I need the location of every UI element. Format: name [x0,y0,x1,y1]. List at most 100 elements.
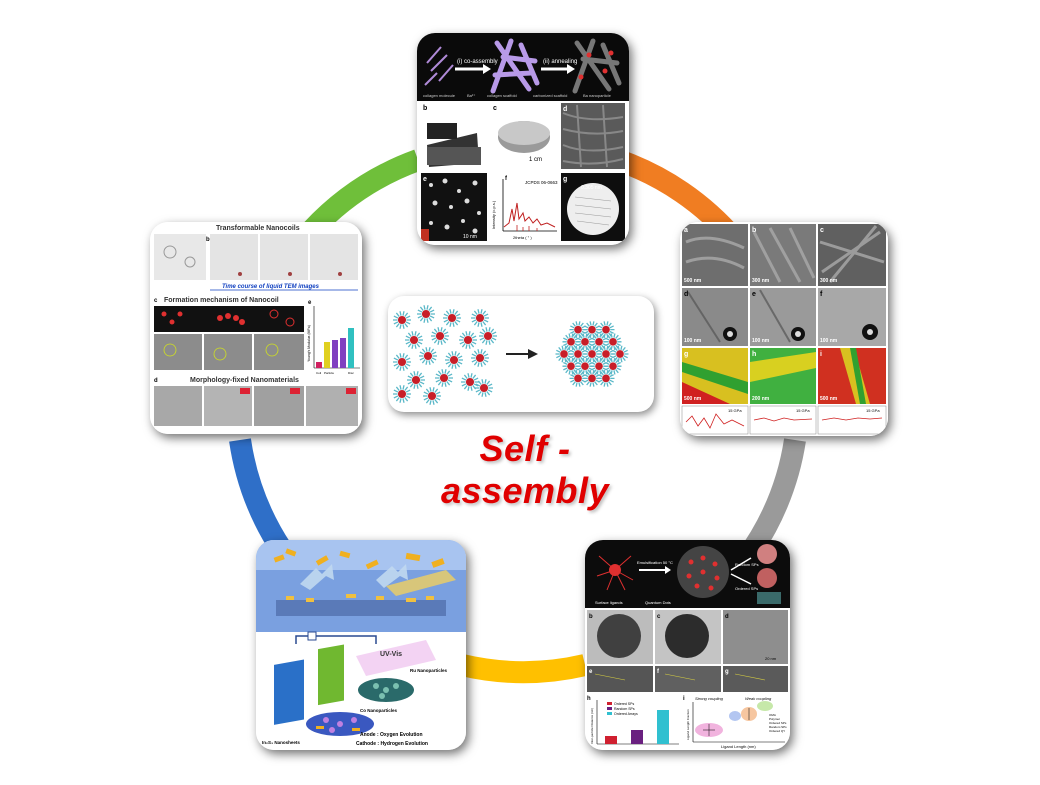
ring-arc-bottom [459,654,588,684]
cathode-label: Cathode : Hydrogen Evolution [356,741,428,747]
panel-supraparticles: Emulsification 50 °C Random SPs Ordered … [585,540,790,750]
assembled-nanoparticle [583,321,601,339]
scale-i-right: 500 nm [820,396,838,402]
sub-g-br: g [725,669,729,675]
scale-a-right: 500 nm [684,278,702,284]
panel-photocatalysis: UV-Vis Ru Nanoparticles Co Nanoparticles… [256,540,466,750]
center-schematic [393,305,629,405]
sub-d-br: d [725,614,729,620]
sub-f: f [505,176,508,182]
sub-f-br: f [657,669,660,675]
free-nanoparticle [471,309,489,327]
scale-b-right: 300 nm [752,278,770,284]
morphology-fixed-title: Morphology-fixed Nanomaterials [190,377,299,384]
bar-particle: Particle [324,371,334,375]
lattice-spacing: 0.305 nm [581,185,602,191]
free-nanoparticle [443,309,461,327]
nanocoils-header: Transformable Nanocoils [216,225,300,232]
legend-quantum-dots: Quantum Dots [645,600,671,605]
panel-center-assembly [388,296,654,412]
legend-collagen-scaffold: collagen scaffold [487,93,517,98]
sub-c-right: c [820,227,824,234]
scale-e: 10 nm [463,234,477,240]
sub-d-right: d [684,291,688,298]
modulus-h: 15 GPa [796,408,810,413]
co-nanoparticles-label: Co Nanoparticles [360,708,398,713]
scatter-legend-random-sps: Random SPs [769,725,787,729]
legend-surface-ligands: Surface ligands [595,600,623,605]
free-nanoparticle [431,327,449,345]
assembled-nanoparticle [569,369,587,387]
label-co-assembly: (i) co-assembly [457,59,498,65]
scale-d-br: 20 nm [765,656,777,661]
scale-f-right: 100 nm [820,338,838,344]
sub-b-br: b [589,614,593,620]
legend-collagen-molecule: collagen molecule [423,93,456,98]
legend-random-sps: Random SPs [614,707,635,711]
legend-carbonized-scaffold: carbonized scaffold [533,93,567,98]
xrd-ylabel: Intensity (c.p.s.) [491,200,496,229]
modulus-i: 15 GPa [866,408,880,413]
anode-label: Anode : Oxygen Evolution [360,732,423,738]
free-nanoparticle [419,347,437,365]
modulus-g: 15 GPa [728,408,742,413]
legend-ba-nanoparticle: Ba nanoparticle [583,93,612,98]
formation-mechanism-title: Formation mechanism of Nanocoil [164,297,279,304]
xrd-title: JCPDS 06-0663 [525,180,558,185]
scatter-legend-ordered-sps: Ordered SPs [769,721,787,725]
scale-e-right: 100 nm [752,338,770,344]
sub-d-left: d [154,378,158,384]
free-nanoparticle [423,387,441,405]
assembled-nanoparticle [611,345,629,363]
assembled-nanoparticle [604,357,622,375]
panel-collagen-scaffold: (i) co-assembly (ii) annealing collagen … [417,33,629,245]
scale-g-right: 500 nm [684,396,702,402]
scale-c: 1 cm [529,157,542,163]
free-nanoparticle [393,353,411,371]
panel-modulus-mapping: a b c d e f g h i 500 nm 300 nm 300 nm 1… [680,222,888,436]
sub-i-right: i [820,351,822,358]
scatter-xlabel: Ligand Length (nm) [721,744,756,749]
free-nanoparticle [393,385,411,403]
legend-ba-ion: Ba²⁺ [467,93,475,98]
strong-coupling: Strong coupling [695,696,724,701]
free-nanoparticle [407,371,425,389]
sub-c-br: c [657,614,661,620]
free-nanoparticle [405,331,423,349]
sub-a-right: a [684,227,688,234]
xrd-xlabel: 2theta ( ° ) [513,235,532,240]
sub-e-left: e [308,300,312,306]
scatter-legend-oma: OMA [769,713,776,717]
free-nanoparticle [417,305,435,323]
sub-g-right: g [684,351,688,358]
scale-d-right: 100 nm [684,338,702,344]
sub-c: c [493,105,497,112]
scatter-legend-polymer: Polymer [769,717,780,721]
scale-c-right: 300 nm [820,278,838,284]
assembled-nanoparticle [604,333,622,351]
sub-e-br: e [589,669,593,675]
weak-coupling: Weak coupling [745,696,772,701]
sub-d: d [563,106,567,113]
free-nanoparticle [475,379,493,397]
emulsification-label: Emulsification 50 °C [637,560,673,565]
label-annealing: (ii) annealing [543,59,577,65]
ring-arc-top-left [303,149,422,238]
panel-nanocoils: Transformable Nanocoils b Time course of… [150,222,362,434]
ring-arc-left [229,438,292,557]
ru-nanoparticles-label: Ru Nanoparticles [410,668,448,673]
free-nanoparticle [479,327,497,345]
free-nanoparticle [445,351,463,369]
assembled-nanoparticle [597,369,615,387]
sub-h-right: h [752,351,756,358]
sub-f-right: f [820,291,823,298]
bar-coil: Coil [316,371,322,375]
free-nanoparticle [461,373,479,391]
sub-h-br: h [587,696,591,702]
free-nanoparticle [435,369,453,387]
sub-b: b [423,105,427,112]
sub-e: e [423,176,427,183]
ordered-sps-label: Ordered SPs [735,586,758,591]
scatter-ylabel: Ligand Length Fraction [686,709,690,740]
free-nanoparticle [459,331,477,349]
